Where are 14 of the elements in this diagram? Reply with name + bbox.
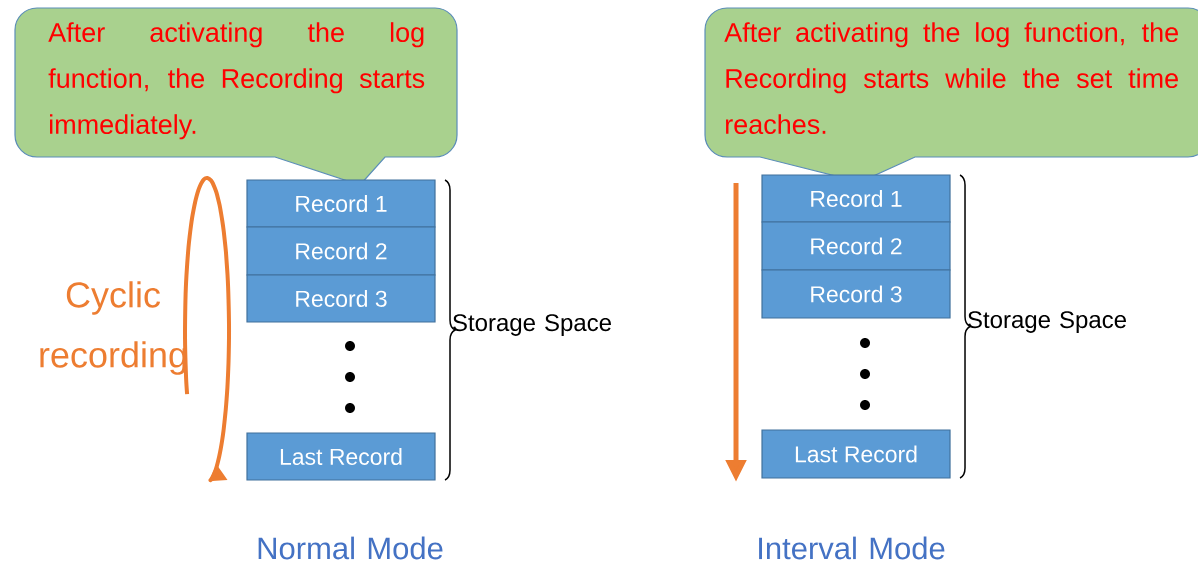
record-box: Record 2	[246, 226, 436, 276]
record-box: Record 2	[761, 221, 951, 271]
record-box: Record 1	[761, 174, 951, 223]
callout-bubble: After activating the log function, the Recording starts immediately.	[14, 7, 458, 186]
record-box: Record 3	[246, 274, 436, 323]
record-box: Record 1	[246, 179, 436, 228]
record-box: Last Record	[246, 432, 436, 481]
mode-title: Interval Mode	[759, 536, 945, 560]
record-box: Last Record	[761, 429, 951, 479]
storage-space-label: Storage Space	[968, 311, 1126, 333]
cyclic-recording-label: Cyclic recording	[40, 281, 186, 375]
storage-space-label: Storage Space	[453, 314, 611, 336]
mode-title: Normal Mode	[258, 536, 443, 560]
record-box: Record 3	[761, 269, 951, 319]
